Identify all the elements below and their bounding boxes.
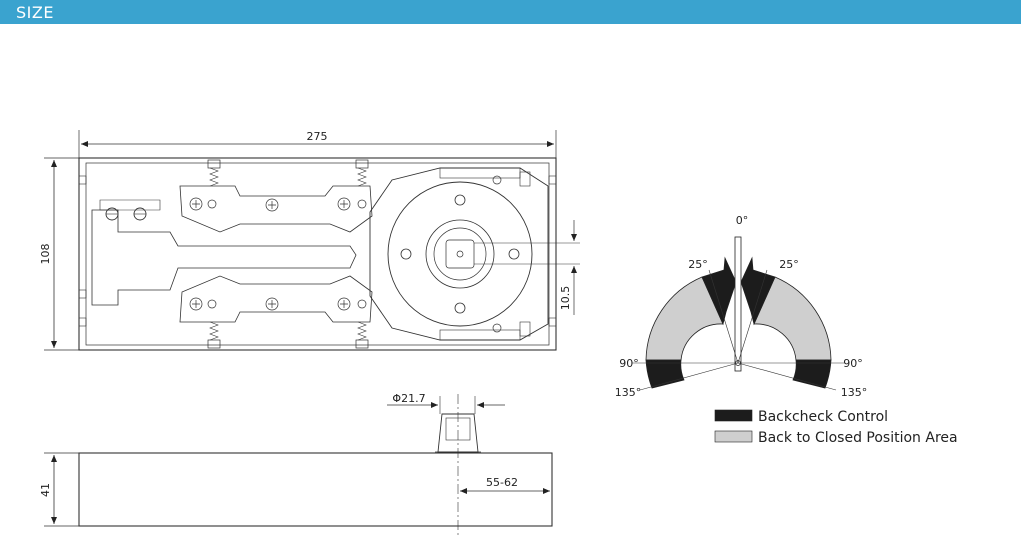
dim-side-height-label: 41 xyxy=(39,483,52,497)
dim-spindle-diameter-label: Φ21.7 xyxy=(392,392,425,405)
angle-right-upper-label: 25° xyxy=(779,258,799,271)
dim-height-label: 108 xyxy=(39,244,52,265)
legend-swatch-backcheck xyxy=(714,409,753,422)
door-leaf xyxy=(734,236,742,372)
left-backcheck-low xyxy=(645,359,685,389)
angle-diagram xyxy=(632,236,845,391)
legend-label-backcheck: Backcheck Control xyxy=(758,409,888,425)
dim-spindle-offset-label: 55-62 xyxy=(486,476,518,489)
side-view xyxy=(44,394,553,536)
legend-label-closing: Back to Closed Position Area xyxy=(758,430,958,446)
angle-right-mid-label: 90° xyxy=(843,357,863,370)
top-view xyxy=(44,130,580,351)
angle-right-low-label: 135° xyxy=(841,386,868,399)
legend: Backcheck Control Back to Closed Positio… xyxy=(714,409,958,446)
section-title: SIZE xyxy=(16,3,54,22)
angle-left-upper-label: 25° xyxy=(688,258,708,271)
section-header: SIZE xyxy=(0,0,1021,24)
right-backcheck-low xyxy=(792,359,832,389)
dim-offset-label: 10.5 xyxy=(559,286,572,311)
angle-left-mid-label: 90° xyxy=(619,357,639,370)
angle-left-low-label: 135° xyxy=(615,386,642,399)
dim-width-label: 275 xyxy=(307,130,328,143)
legend-swatch-closing xyxy=(714,430,753,443)
angle-top-label: 0° xyxy=(736,214,749,227)
